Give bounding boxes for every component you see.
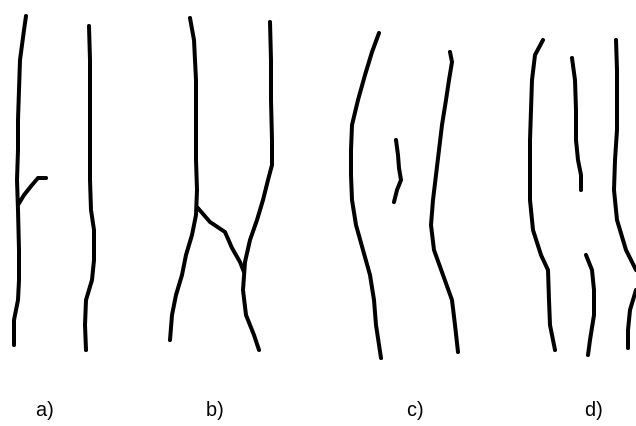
- panel-d-right-line: [614, 40, 636, 270]
- panel-d-middle-upper: [572, 58, 581, 190]
- panel-label-d: d): [585, 398, 603, 422]
- panel-d-drawing: [530, 40, 636, 355]
- panel-b-left-line: [170, 18, 197, 340]
- panel-d-left-line: [530, 40, 555, 350]
- panel-c-middle-fragment: [394, 140, 401, 202]
- panel-a-left-line: [14, 16, 26, 345]
- panel-a-right-line: [85, 26, 94, 350]
- panel-label-a: a): [36, 398, 54, 422]
- panel-label-b: b): [206, 398, 224, 422]
- panel-a-branch: [18, 178, 46, 205]
- panel-label-c: c): [407, 398, 424, 422]
- panel-a-drawing: [14, 16, 94, 350]
- panel-c-drawing: [351, 33, 458, 358]
- panel-d-right-line-lower: [628, 290, 636, 348]
- panel-c-right-line: [431, 52, 458, 352]
- panel-b-drawing: [170, 18, 272, 350]
- panel-c-left-line: [351, 33, 381, 358]
- panel-b-connector: [197, 207, 244, 272]
- panel-d-middle-lower: [586, 255, 594, 355]
- panel-b-right-line: [243, 22, 272, 350]
